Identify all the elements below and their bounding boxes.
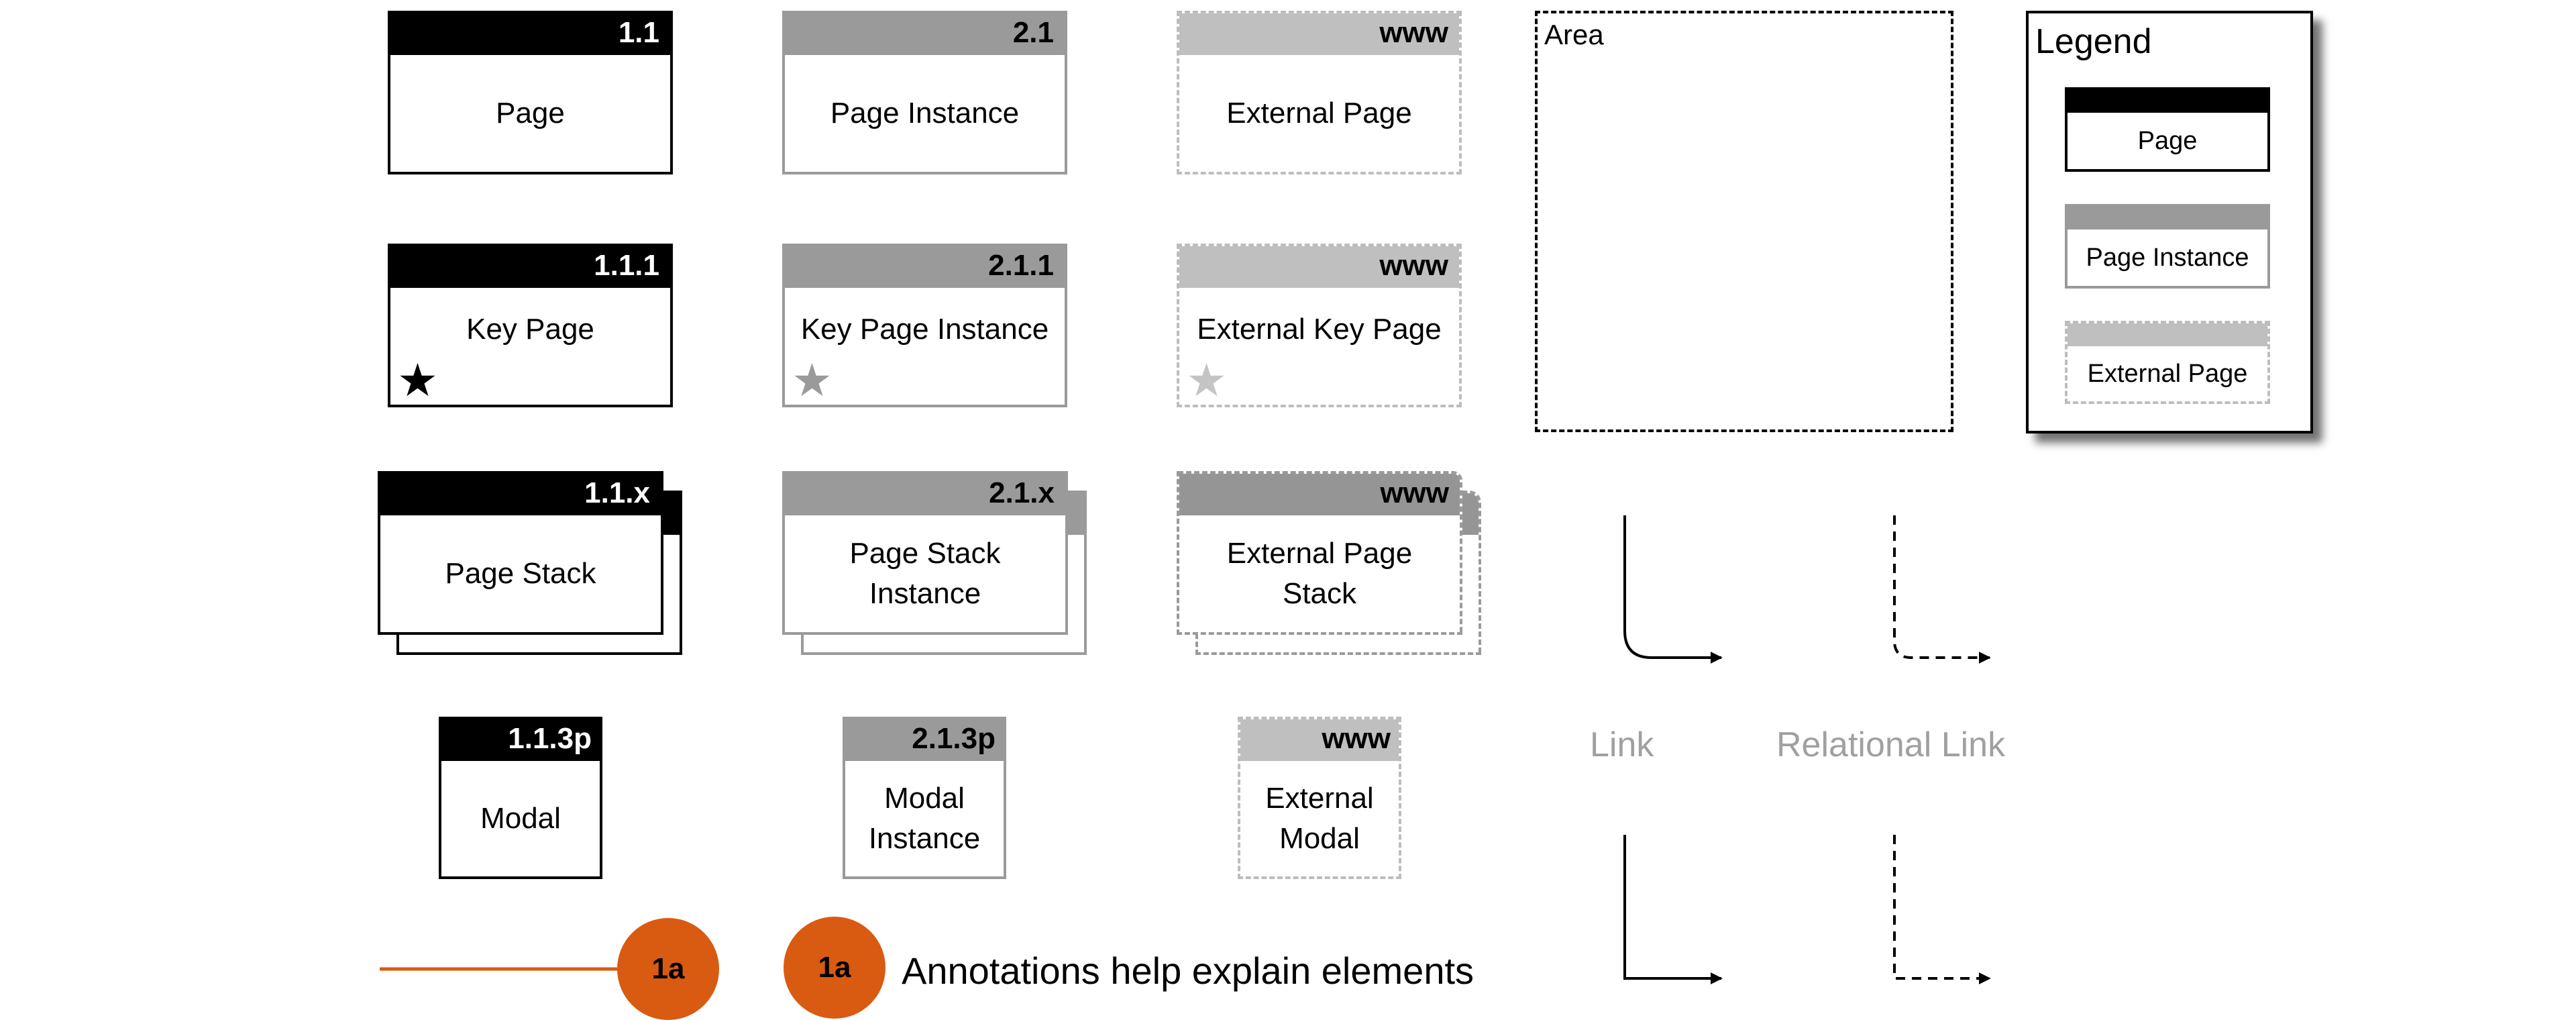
external-page-number: www xyxy=(1179,13,1459,55)
key-page-instance-label: Key Page Instance xyxy=(800,313,1049,346)
key-page-card[interactable]: 1.1.1 Key Page ★ xyxy=(388,244,673,407)
key-page-number: 1.1.1 xyxy=(390,246,670,288)
external-modal-label: External Modal xyxy=(1265,782,1374,855)
key-star-icon: ★ xyxy=(792,355,833,406)
modal-label: Modal xyxy=(480,802,561,835)
page-stack-instance-card[interactable]: 2.1.x Page Stack Instance xyxy=(782,471,1068,635)
external-modal-card[interactable]: www External Modal xyxy=(1238,717,1401,879)
legend-instance-header xyxy=(2068,207,2267,230)
annotation-badge[interactable]: 1a xyxy=(784,917,885,1019)
modal-instance-label: Modal Instance xyxy=(868,782,981,855)
external-page-stack-label: External Page Stack xyxy=(1226,537,1413,610)
modal-card[interactable]: 1.1.3p Modal xyxy=(439,717,602,879)
modal-number: 1.1.3p xyxy=(441,719,600,761)
page-stack-instance-label: Page Stack Instance xyxy=(849,537,1001,610)
page-instance-label: Page Instance xyxy=(830,97,1020,130)
external-modal-number: www xyxy=(1240,719,1399,761)
external-key-page-number: www xyxy=(1179,246,1459,288)
key-star-icon: ★ xyxy=(1186,355,1227,406)
page-number: 1.1 xyxy=(390,13,670,55)
legend-external-swatch: External Page xyxy=(2065,321,2270,404)
external-key-page-card[interactable]: www External Key Page ★ xyxy=(1177,244,1462,407)
area-label: Area xyxy=(1544,19,1604,50)
annotation-text: Annotations help explain elements xyxy=(902,950,1474,992)
modal-instance-number: 2.1.3p xyxy=(845,719,1004,761)
legend-page-swatch: Page xyxy=(2065,87,2270,172)
external-page-card[interactable]: www External Page xyxy=(1177,11,1462,174)
legend-external-label: External Page xyxy=(2087,359,2248,388)
page-stack-card[interactable]: 1.1.x Page Stack xyxy=(378,471,663,635)
link-label: Link xyxy=(1590,725,1654,764)
page-card[interactable]: 1.1 Page xyxy=(388,11,673,174)
relational-link-label: Relational Link xyxy=(1776,725,2006,764)
area-box[interactable]: Area xyxy=(1535,11,1953,432)
relational-link-arrow-bottom xyxy=(1893,835,1991,984)
page-stack-label: Page Stack xyxy=(445,557,596,590)
page-label: Page xyxy=(496,97,565,130)
legend-page-header xyxy=(2068,90,2267,113)
page-stack-instance-number: 2.1.x xyxy=(785,474,1065,515)
legend-page-label: Page xyxy=(2137,126,2198,155)
annotation-badge[interactable]: 1a xyxy=(617,918,719,1020)
page-instance-card[interactable]: 2.1 Page Instance xyxy=(782,11,1067,174)
page-instance-number: 2.1 xyxy=(785,13,1065,55)
external-page-stack-number: www xyxy=(1179,474,1460,515)
modal-instance-card[interactable]: 2.1.3p Modal Instance xyxy=(843,717,1006,879)
legend-external-header xyxy=(2068,323,2267,346)
key-page-instance-number: 2.1.1 xyxy=(785,246,1065,288)
external-key-page-label: External Key Page xyxy=(1197,313,1442,346)
legend-panel: Legend Page Page Instance External Page xyxy=(2026,11,2313,434)
key-star-icon: ★ xyxy=(397,355,438,406)
relational-link-arrow-top xyxy=(1893,515,1991,664)
legend-instance-swatch: Page Instance xyxy=(2065,204,2270,289)
external-page-label: External Page xyxy=(1226,97,1412,130)
link-arrow-bottom xyxy=(1623,835,1723,984)
link-arrow-top xyxy=(1623,515,1723,664)
key-page-instance-card[interactable]: 2.1.1 Key Page Instance ★ xyxy=(782,244,1067,407)
key-page-label: Key Page xyxy=(466,313,594,346)
legend-title: Legend xyxy=(2035,22,2152,61)
legend-instance-label: Page Instance xyxy=(2086,243,2249,272)
external-page-stack-card[interactable]: www External Page Stack xyxy=(1177,471,1462,635)
page-stack-number: 1.1.x xyxy=(380,474,661,515)
